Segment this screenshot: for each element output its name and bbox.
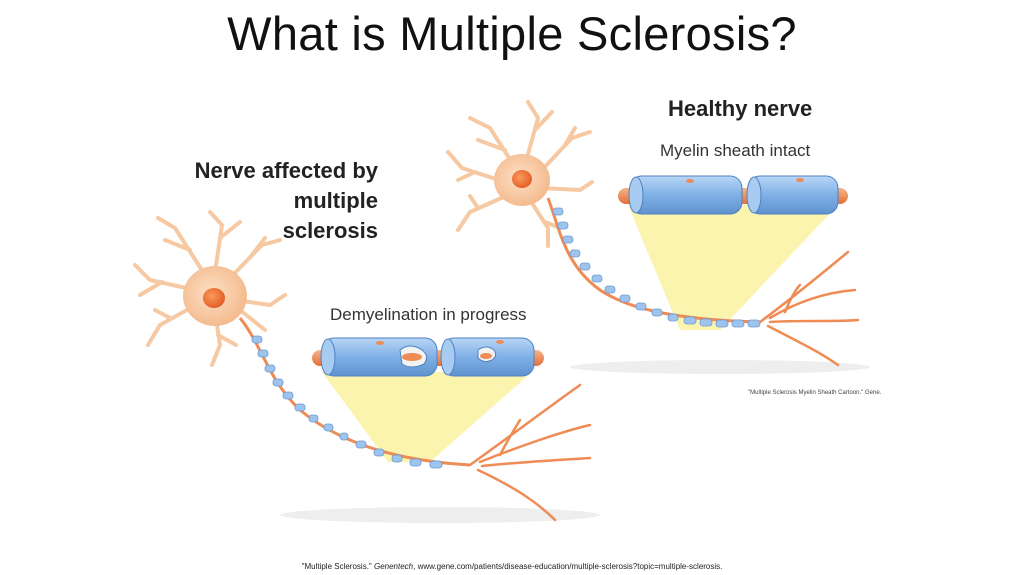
- image-credit: "Multiple Sclerosis Myelin Sheath Cartoo…: [748, 390, 882, 396]
- citation-suffix: , www.gene.com/patients/disease-educatio…: [413, 562, 723, 571]
- healthy-myelin-segments: [552, 207, 761, 328]
- ms-title-line-3: sclerosis: [282, 218, 378, 243]
- healthy-nerve-subtitle: Myelin sheath intact: [660, 141, 811, 160]
- ms-nerve-title: Nerve affected by multiple sclerosis: [150, 156, 378, 246]
- slide-title: What is Multiple Sclerosis?: [227, 7, 797, 60]
- ms-nucleus: [203, 288, 225, 308]
- healthy-nucleus: [512, 170, 532, 188]
- ms-dendrites: [133, 210, 287, 367]
- healthy-dendrites: [446, 100, 594, 248]
- ms-nerve-subtitle: Demyelination in progress: [330, 305, 527, 324]
- ms-title-line-1: Nerve affected by: [194, 158, 378, 183]
- ms-myelin-segments: [251, 335, 443, 469]
- ms-axon-terminals: [468, 383, 592, 522]
- healthy-nerve: [446, 100, 870, 374]
- healthy-nerve-title: Healthy nerve: [668, 96, 813, 121]
- healthy-magnify-cone: [628, 205, 838, 330]
- citation-source: Genentech: [373, 562, 414, 571]
- ms-magnified-myelin: [312, 337, 544, 377]
- ms-magnify-cone: [322, 372, 532, 462]
- ms-nerve: [133, 210, 600, 523]
- healthy-axon-terminals: [758, 250, 860, 367]
- ms-title-line-2: multiple: [293, 188, 378, 213]
- citation-prefix: "Multiple Sclerosis.": [301, 562, 374, 571]
- healthy-magnified-myelin: [618, 175, 848, 215]
- citation: "Multiple Sclerosis." Genentech, www.gen…: [0, 562, 1024, 571]
